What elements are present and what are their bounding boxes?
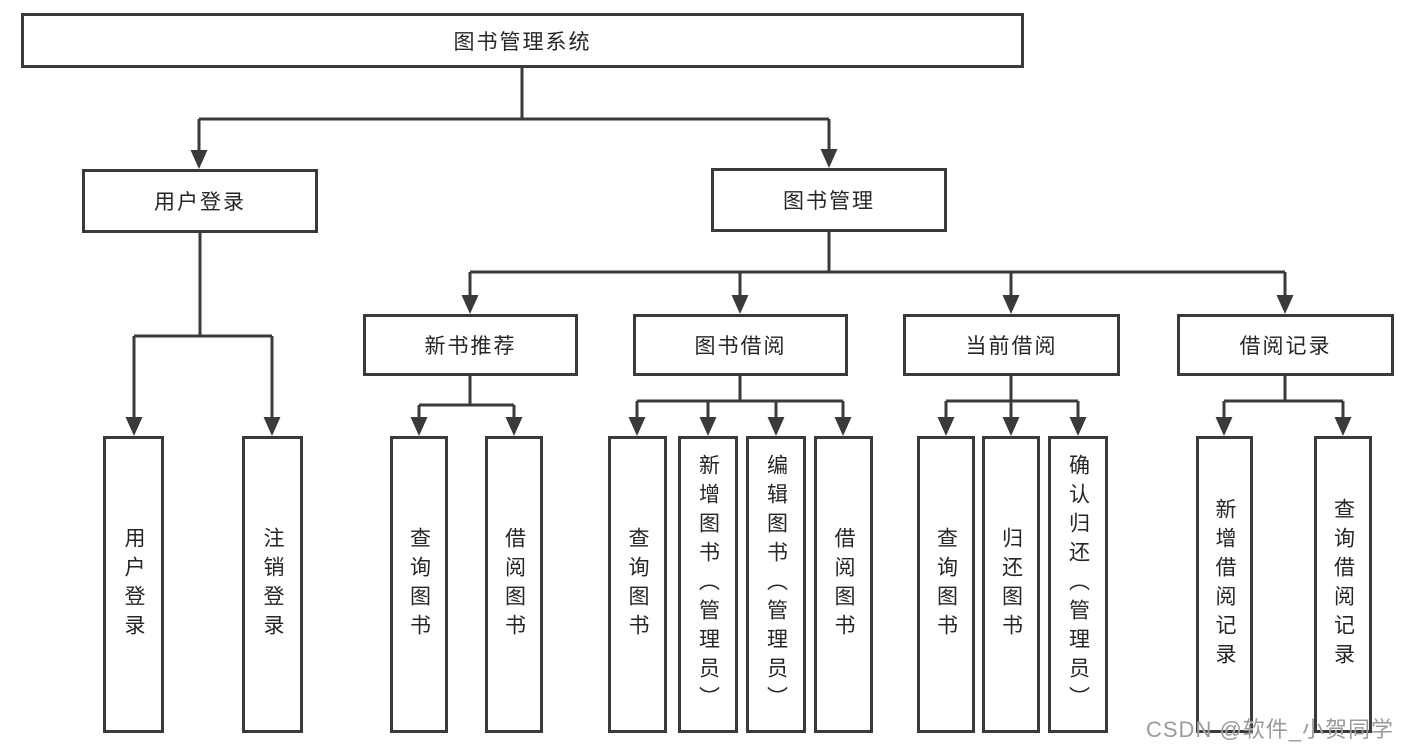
node-leaf-logout-label: 注销登录: [261, 526, 284, 643]
node-leaf-user-login-label: 用户登录: [122, 526, 145, 643]
node-leaf-edit-books-admin: 编辑图书（管理员）: [746, 436, 806, 733]
node-leaf-borrow-books-recommend: 借阅图书: [485, 436, 543, 733]
node-leaf-add-borrow-record: 新增借阅记录: [1196, 436, 1253, 733]
node-leaf-add-books-admin-label: 新增图书（管理员）: [696, 454, 720, 715]
node-leaf-query-books-recommend: 查询图书: [390, 436, 448, 733]
csdn-watermark: CSDN @软件_小贺同学: [1146, 717, 1395, 742]
node-leaf-query-books-recommend-label: 查询图书: [407, 526, 431, 643]
node-borrowing-records: 借阅记录: [1177, 314, 1394, 376]
node-leaf-confirm-return-admin-label: 确认归还（管理员）: [1066, 454, 1090, 715]
node-leaf-query-books-current: 查询图书: [917, 436, 975, 733]
node-leaf-query-borrow-record-label: 查询借阅记录: [1331, 497, 1355, 672]
node-leaf-borrow-books-recommend-label: 借阅图书: [502, 526, 526, 643]
node-leaf-borrow-books: 借阅图书: [814, 436, 873, 733]
node-leaf-add-books-admin: 新增图书（管理员）: [678, 436, 738, 733]
node-leaf-return-books-label: 归还图书: [999, 526, 1023, 643]
node-leaf-user-login: 用户登录: [103, 436, 164, 733]
node-leaf-query-books-borrowing-label: 查询图书: [626, 526, 649, 643]
node-user-login-group: 用户登录: [82, 169, 318, 233]
node-leaf-return-books: 归还图书: [982, 436, 1040, 733]
node-leaf-query-borrow-record: 查询借阅记录: [1314, 436, 1372, 733]
node-leaf-query-books-borrowing: 查询图书: [608, 436, 667, 733]
node-book-management-group: 图书管理: [711, 168, 947, 232]
node-new-book-recommendation: 新书推荐: [363, 314, 578, 376]
connector-line-segments: [132, 68, 1345, 420]
node-leaf-query-books-current-label: 查询图书: [934, 526, 958, 643]
node-current-borrowing: 当前借阅: [903, 314, 1120, 376]
node-leaf-confirm-return-admin: 确认归还（管理员）: [1048, 436, 1108, 733]
node-library-management-system: 图书管理系统: [21, 13, 1024, 68]
node-leaf-logout: 注销登录: [242, 436, 303, 733]
connector-arrowheads: [125, 149, 1352, 436]
node-leaf-borrow-books-label: 借阅图书: [832, 526, 855, 643]
node-book-borrowing: 图书借阅: [633, 314, 848, 376]
node-leaf-edit-books-admin-label: 编辑图书（管理员）: [764, 454, 788, 715]
node-leaf-add-borrow-record-label: 新增借阅记录: [1213, 497, 1236, 672]
